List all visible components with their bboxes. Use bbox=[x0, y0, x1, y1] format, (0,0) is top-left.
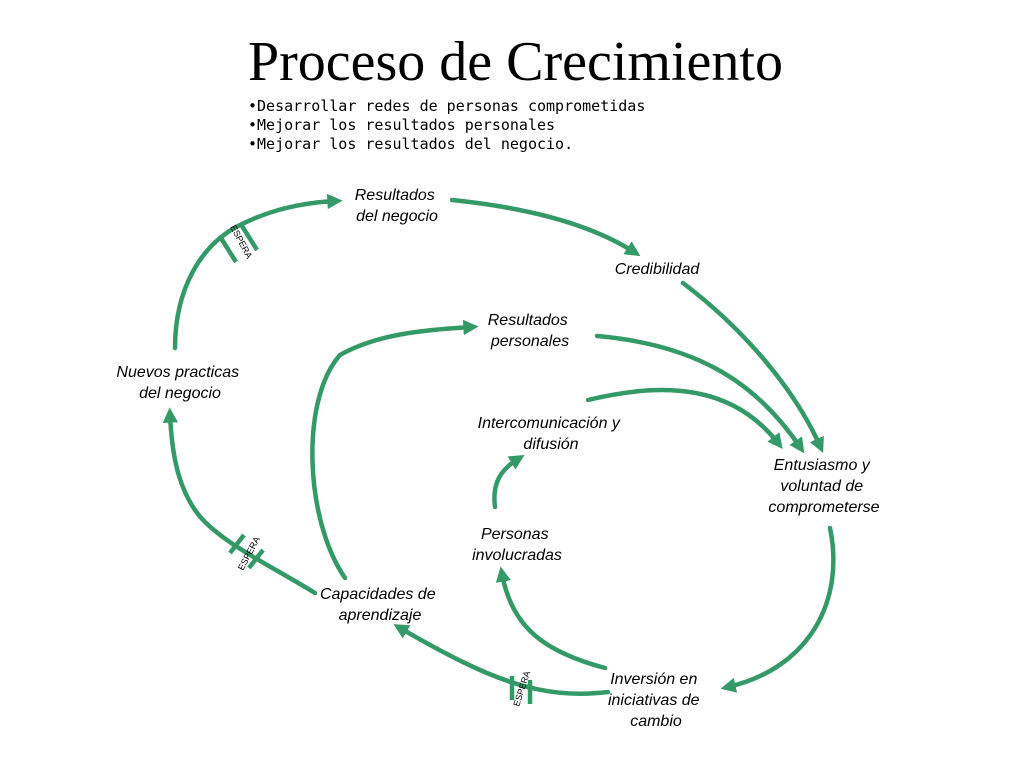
node-intercomunicacion: Intercomunicación y difusión bbox=[478, 415, 625, 453]
delay-mark-top: ESPERA bbox=[219, 223, 259, 264]
node-resultados-personales: Resultados personales bbox=[488, 312, 573, 350]
bullet-item: Desarrollar redes de personas comprometi… bbox=[248, 97, 645, 116]
arrow-resultados-negocio-to-credibilidad bbox=[449, 197, 641, 257]
bullet-list: Desarrollar redes de personas comprometi… bbox=[248, 97, 645, 154]
node-credibilidad: Credibilidad bbox=[615, 261, 701, 278]
arrow-capacidades-to-resultados-personales bbox=[310, 319, 479, 581]
node-personas: Personas involucradas bbox=[472, 526, 562, 564]
node-inversion: Inversión en iniciativas de cambio bbox=[608, 671, 704, 730]
arrow-personas-to-intercomunicacion bbox=[492, 455, 525, 510]
arrow-entusiasmo-to-inversion bbox=[720, 525, 836, 693]
node-nuevas-practicas: Nuevos practicas del negocio bbox=[116, 364, 243, 402]
arrow-credibilidad-to-entusiasmo bbox=[680, 280, 824, 453]
arrow-inversion-to-personas bbox=[495, 566, 608, 671]
arrow-capacidades-to-nuevas-practicas bbox=[162, 407, 318, 596]
node-capacidades: Capacidades de aprendizaje bbox=[320, 586, 440, 624]
arrow-nuevas-practicas-to-resultados-negocio bbox=[172, 193, 343, 351]
bullet-item: Mejorar los resultados del negocio. bbox=[248, 135, 645, 154]
arrow-intercomunicacion-to-entusiasmo bbox=[585, 387, 783, 450]
page-title: Proceso de Crecimiento bbox=[248, 31, 783, 93]
delay-mark-bottom: ESPERA bbox=[509, 670, 533, 708]
delay-mark-left: ESPERA bbox=[228, 533, 265, 572]
bullet-item: Mejorar los resultados personales bbox=[248, 116, 645, 135]
node-resultados-negocio: Resultados del negocio bbox=[355, 187, 440, 225]
arrow-resultados-personales-to-entusiasmo bbox=[594, 333, 805, 454]
node-entusiasmo: Entusiasmo y voluntad de comprometerse bbox=[768, 457, 879, 516]
